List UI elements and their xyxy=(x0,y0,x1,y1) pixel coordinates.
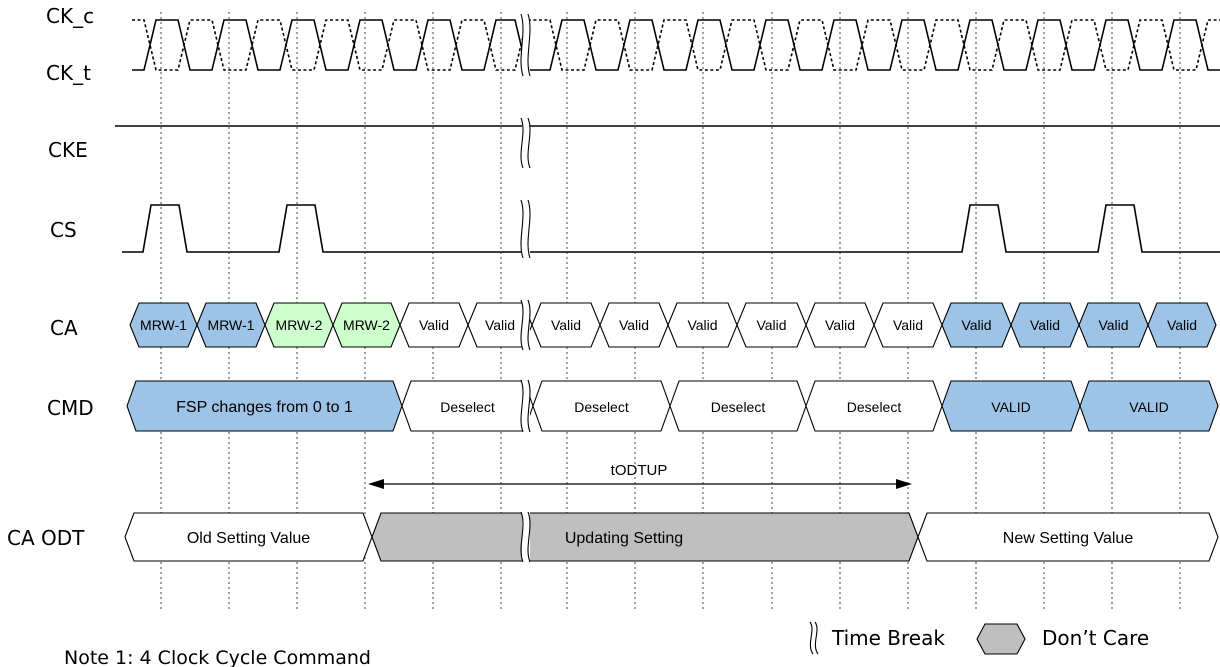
todtup-arrow xyxy=(368,479,912,489)
ca-cycle-label: Valid xyxy=(756,317,786,333)
signal-label-cmd: CMD xyxy=(47,396,94,420)
ca-cycle-label: Valid xyxy=(961,317,991,333)
time-break-mark-3 xyxy=(520,199,531,259)
todtup-label: tODTUP xyxy=(611,462,668,479)
ca-odt-segment-3 xyxy=(917,512,1219,562)
legend-time-break: Time Break xyxy=(831,626,945,650)
ca-cycle-label: Valid xyxy=(551,317,581,333)
cmd-cycle-label: Deselect xyxy=(440,399,495,415)
cmd-cycle-label: VALID xyxy=(1129,399,1168,415)
cmd-cycle-label: VALID xyxy=(991,399,1030,415)
dont-care-legend-icon xyxy=(976,623,1026,655)
cmd-bus: FSP changes from 0 to 1 Deselect Deselect D… xyxy=(126,380,1219,432)
ca-cycle-label: Valid xyxy=(825,317,855,333)
cs-waveform xyxy=(122,204,1220,253)
ca-odt-label: New Setting Value xyxy=(1003,530,1134,547)
legend-dont-care: Don’t Care xyxy=(1042,626,1149,650)
signal-label-ck-t: CK_t xyxy=(46,61,91,85)
time-break-mark-6 xyxy=(520,511,531,563)
ca-cycle-label: Valid xyxy=(1030,317,1060,333)
cs-trace xyxy=(122,204,1220,253)
ca-bus: MRW-1 MRW-1 MRW-2 MRW-2 Valid Valid Valid Valid… xyxy=(129,302,1217,348)
signal-label-cke: CKE xyxy=(48,138,88,162)
ca-cycle-label: Valid xyxy=(1098,317,1128,333)
ca-cycle-label: MRW-2 xyxy=(276,317,323,333)
clock-waveform xyxy=(132,19,1220,71)
ca-cycle-label: Valid xyxy=(687,317,717,333)
ca-cycle-label: MRW-2 xyxy=(343,317,390,333)
ca-cycle-label: MRW-1 xyxy=(208,317,255,333)
ca-odt-bus: Old Setting Value Updating Setting New Set… xyxy=(124,512,1219,562)
time-break-mark-4 xyxy=(520,299,531,351)
ca-cycle-label: Valid xyxy=(1167,317,1197,333)
ca-cycle-label: MRW-1 xyxy=(140,317,187,333)
ca-odt-label: Old Setting Value xyxy=(187,530,310,547)
time-break-mark-1 xyxy=(520,13,531,77)
time-break-legend-icon xyxy=(809,621,819,655)
signal-label-cs: CS xyxy=(50,218,77,242)
ca-cycle-label: Valid xyxy=(893,317,923,333)
signal-label-ca-odt: CA ODT xyxy=(7,526,85,550)
ck-t-trace xyxy=(132,19,1220,71)
time-break-mark-2 xyxy=(520,117,531,169)
signal-label-ck-c: CK_c xyxy=(46,4,94,28)
cmd-cycle-label: Deselect xyxy=(711,399,766,415)
ca-cycle-16 xyxy=(1147,302,1217,348)
legend: Time Break Don’t Care xyxy=(809,621,1149,655)
cmd-cycle-7 xyxy=(1079,380,1219,432)
note-text: Note 1: 4 Clock Cycle Command xyxy=(64,647,371,667)
ca-cycle-label: Valid xyxy=(485,317,515,333)
ca-cycle-label: Valid xyxy=(419,317,449,333)
signal-label-ca: CA xyxy=(50,316,78,340)
ca-cycle-label: Valid xyxy=(619,317,649,333)
ca-odt-label: Updating Setting xyxy=(565,530,683,547)
time-break-mark-5 xyxy=(520,379,531,433)
cmd-cycle-label: Deselect xyxy=(847,399,902,415)
ck-c-trace xyxy=(132,19,1220,71)
cmd-cycle-label: FSP changes from 0 to 1 xyxy=(176,399,353,416)
cmd-cycle-label: Deselect xyxy=(574,399,629,415)
time-break-marks xyxy=(520,13,531,563)
